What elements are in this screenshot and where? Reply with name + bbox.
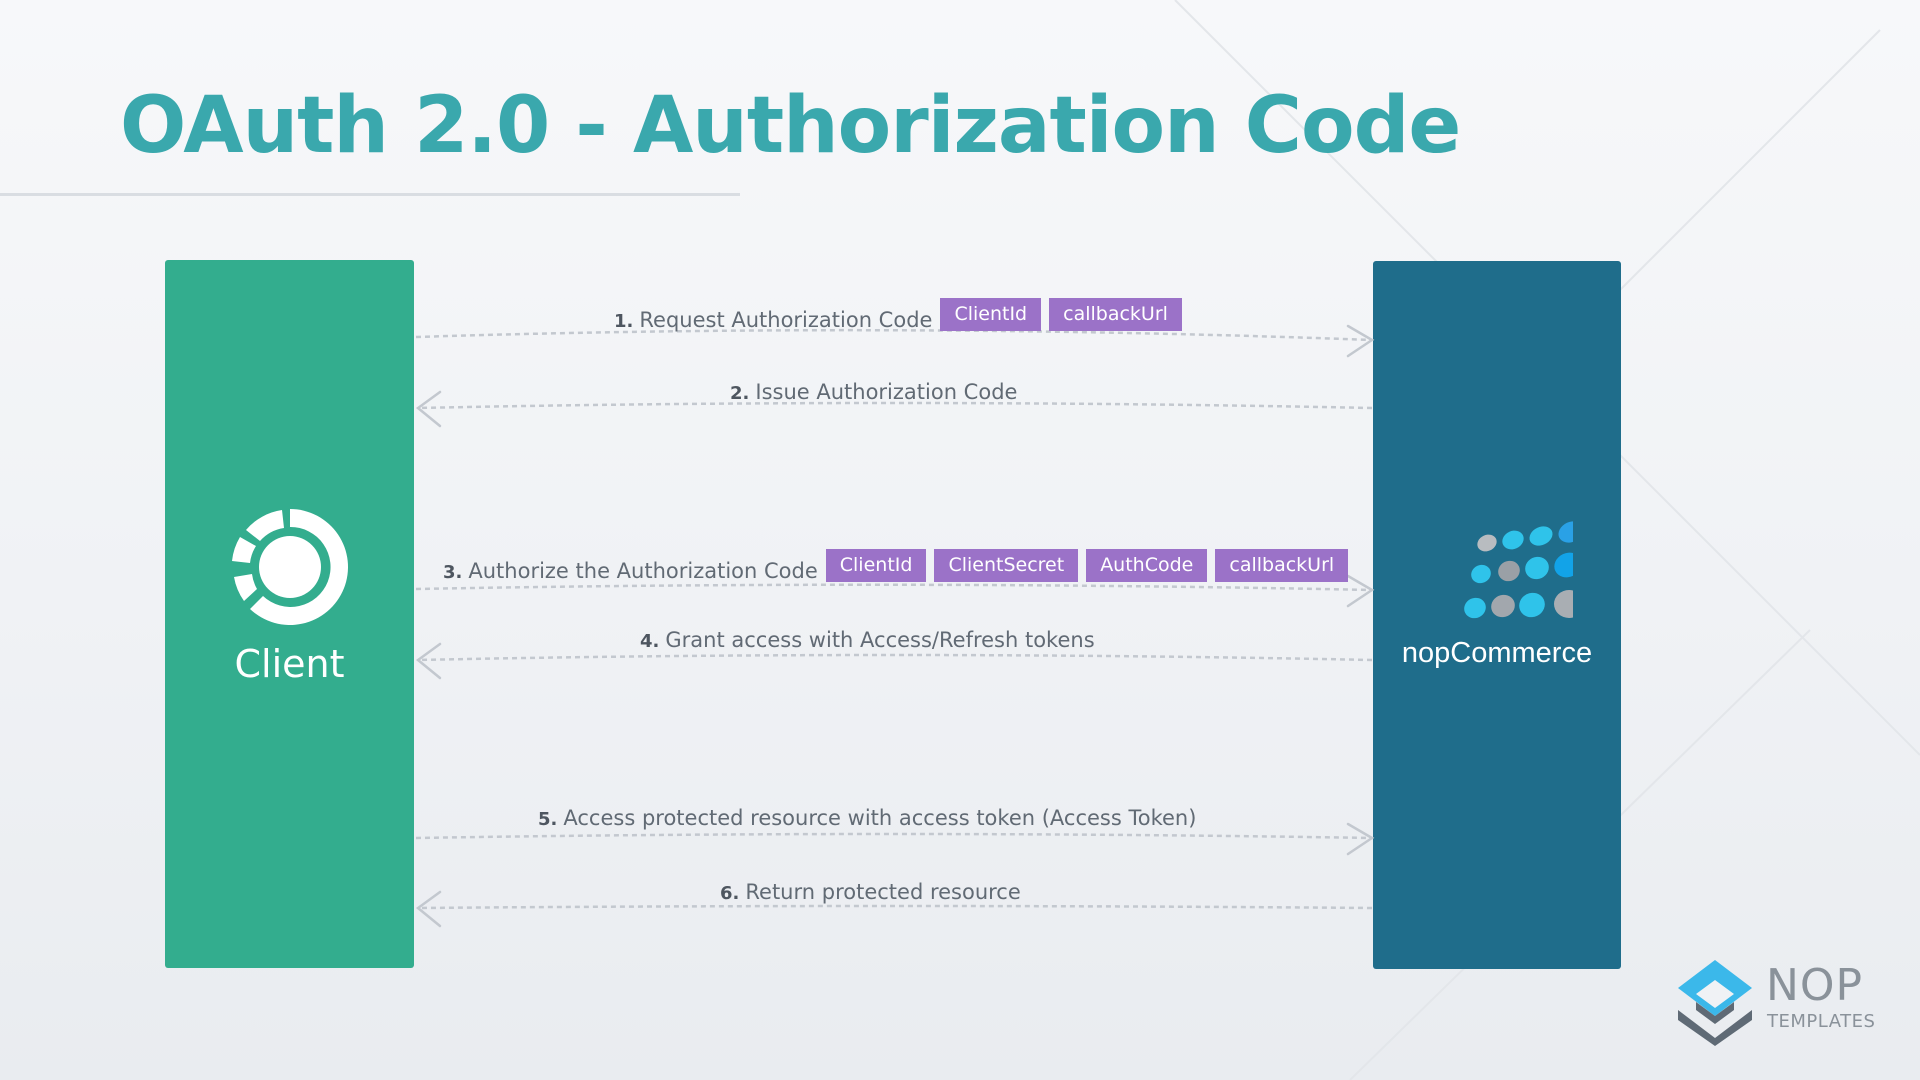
message-text: Access protected resource with access to…	[563, 806, 1197, 830]
arrow-1	[415, 328, 1373, 342]
brand-subtitle: TEMPLATES	[1767, 1011, 1876, 1032]
page-title: OAuth 2.0 - Authorization Code	[120, 81, 1461, 171]
param-chip: callbackUrl	[1049, 298, 1182, 331]
message-number: 2.	[730, 383, 750, 404]
message-1: 1. Request Authorization Code ClientId c…	[614, 298, 1182, 336]
message-4: 4. Grant access with Access/Refresh toke…	[640, 626, 1095, 654]
diamond-logo-icon	[1678, 960, 1752, 1046]
message-6: 6. Return protected resource	[720, 878, 1021, 906]
message-number: 5.	[538, 809, 558, 830]
message-5: 5. Access protected resource with access…	[538, 804, 1196, 832]
arrowhead-6	[415, 890, 442, 928]
client-label: Client	[234, 642, 345, 686]
arrowhead-3	[1346, 574, 1375, 608]
arrow-3	[415, 583, 1373, 592]
brand-logo: NOP TEMPLATES	[1676, 958, 1876, 1048]
message-text: Request Authorization Code	[639, 307, 933, 332]
ring-logo-icon	[232, 509, 348, 625]
server-actor-box: nopCommerce	[1373, 261, 1621, 969]
dot-grid-logo-icon	[1464, 521, 1573, 619]
client-actor-box: Client	[165, 260, 414, 968]
message-text: Authorize the Authorization Code	[468, 558, 818, 583]
message-number: 1.	[614, 310, 634, 332]
server-label: nopCommerce	[1401, 637, 1593, 669]
message-number: 4.	[640, 631, 660, 652]
arrow-6	[417, 904, 1373, 910]
arrowhead-4	[415, 642, 442, 680]
brand-name: NOP	[1766, 960, 1864, 1011]
message-3: 3. Authorize the Authorization Code Clie…	[443, 549, 1349, 587]
title-divider	[0, 193, 740, 196]
arrowhead-1	[1346, 324, 1375, 358]
arrowhead-2	[415, 390, 442, 428]
param-chip: AuthCode	[1086, 549, 1208, 582]
param-chip: ClientId	[940, 298, 1042, 331]
arrow-4	[417, 653, 1373, 662]
param-chip: ClientSecret	[934, 549, 1079, 582]
message-text: Grant access with Access/Refresh tokens	[665, 628, 1095, 652]
arrow-2	[417, 401, 1373, 410]
message-number: 6.	[720, 883, 740, 904]
message-text: Return protected resource	[745, 880, 1021, 904]
param-chip: callbackUrl	[1215, 549, 1349, 582]
arrowhead-5	[1346, 822, 1375, 856]
message-2: 2. Issue Authorization Code	[730, 378, 1017, 406]
message-number: 3.	[443, 561, 463, 583]
arrow-5	[415, 832, 1373, 840]
param-chip: ClientId	[825, 549, 927, 582]
message-text: Issue Authorization Code	[755, 380, 1018, 404]
